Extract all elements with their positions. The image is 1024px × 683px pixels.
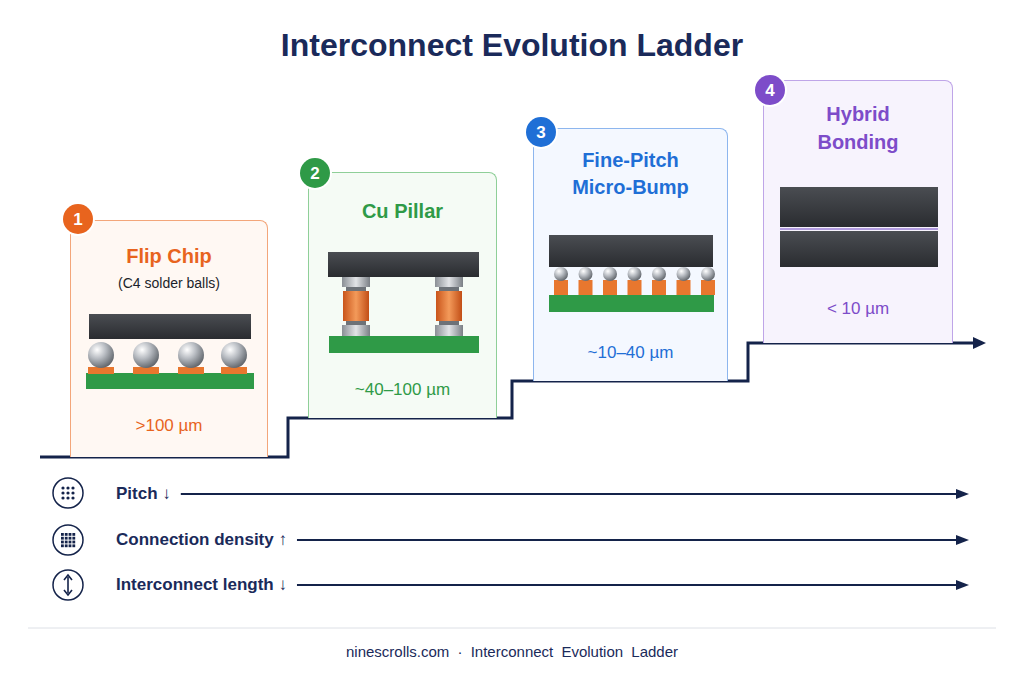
density-icon [53,525,83,555]
trend-arrowhead [956,580,969,590]
step-card: Hybrid Bonding < 10 µm 4 [763,80,953,343]
trend-label: Connection density ↑ [116,530,287,550]
step-title: Cu Pillar [318,199,488,223]
pitch-value: < 10 µm [773,299,943,319]
step-title: Flip Chip [79,244,259,268]
callout-number: 2 [310,165,319,182]
step-card: Flip Chip(C4 solder balls)>100 µm1 [70,220,268,457]
step-card: Cu Pillar~40–100 µm2 [308,172,497,418]
callout-number: 4 [765,82,774,99]
trend-arrow [297,539,958,541]
step-number: 1 [63,204,93,234]
step-card: Fine-Pitch Micro-Bump~10–40 µm3 [533,128,728,381]
step-number: 4 [755,75,785,105]
footer-rule [28,628,996,629]
diagram-title: Interconnect Evolution Ladder [0,27,1024,64]
trend-arrowhead [956,535,969,545]
pitch-value: ~10–40 µm [546,343,716,363]
pitch-value: ~40–100 µm [318,380,488,400]
step-title: Hybrid Bonding [798,100,918,156]
pitch-icon [53,478,83,508]
trend-arrow [297,584,958,586]
pitch-value: >100 µm [79,416,259,436]
callout-number: 1 [73,211,82,228]
step-title: Fine-Pitch Micro-Bump [556,147,706,201]
trend-label: Pitch ↓ [116,484,171,504]
callout-number: 3 [536,124,545,141]
trend-arrowhead [956,489,969,499]
trend-label: Interconnect length ↓ [116,575,287,595]
stair-arrowhead [973,337,986,349]
length-icon [53,570,83,600]
footer-caption: ninescrolls.com · Interconnect Evolution… [0,643,1024,660]
step-subtitle: (C4 solder balls) [79,275,259,292]
step-number: 3 [526,117,556,147]
step-number: 2 [300,158,330,188]
trend-arrow [181,493,958,495]
